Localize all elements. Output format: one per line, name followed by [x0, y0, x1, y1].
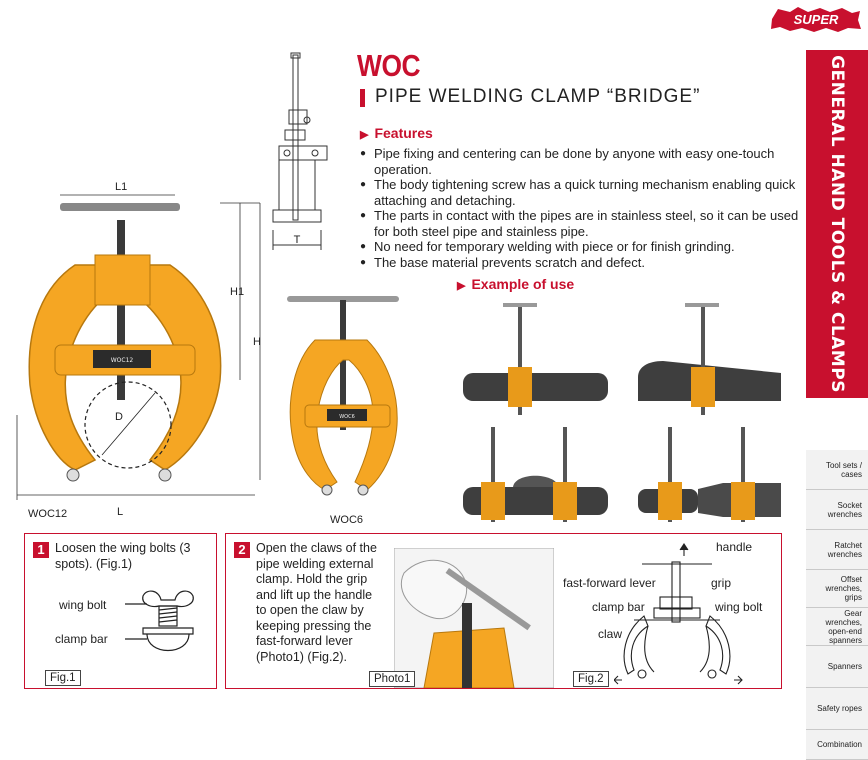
product-name: PIPE WELDING CLAMP “BRIDGE” [375, 86, 701, 107]
example-photos [463, 303, 781, 522]
sidebar-category-header[interactable]: GENERAL HAND TOOLS & CLAMPS [806, 50, 868, 398]
woc6-caption: WOC6 [330, 514, 363, 526]
svg-text:L: L [117, 506, 123, 515]
feature-item: Pipe fixing and centering can be done by… [360, 146, 800, 177]
sidebar-item-safety-ropes[interactable]: Safety ropes [806, 688, 868, 730]
svg-text:WOC12: WOC12 [111, 357, 134, 364]
photo1-image [394, 548, 554, 688]
feature-item: The base material prevents scratch and d… [360, 255, 800, 271]
sidebar: GENERAL HAND TOOLS & CLAMPS Tool sets / … [806, 50, 868, 760]
svg-text:WOC6: WOC6 [339, 414, 355, 420]
sidebar-item-offset-wrenches[interactable]: Offset wrenches, grips [806, 570, 868, 608]
fig1-tag: Fig.1 [45, 670, 81, 686]
svg-text:SUPER: SUPER [794, 12, 839, 27]
step-2-number: 2 [234, 542, 250, 558]
sidebar-item-socket-wrenches[interactable]: Socket wrenches [806, 490, 868, 530]
step-2-text: Open the claws of the pipe welding exter… [256, 541, 377, 664]
subtitle-marker [360, 89, 365, 107]
feature-item: The body tightening screw has a quick tu… [360, 177, 800, 208]
feature-item: The parts in contact with the pipes are … [360, 208, 800, 239]
fig2-tag: Fig.2 [573, 671, 609, 687]
sidebar-item-combination[interactable]: Combination [806, 730, 868, 760]
handle-label: handle [716, 540, 753, 554]
woc6-clamp-image: WOC6 [287, 296, 399, 496]
svg-text:D: D [115, 411, 123, 423]
sidebar-item-tool-sets[interactable]: Tool sets / cases [806, 450, 868, 490]
feature-item: No need for temporary welding with piece… [360, 239, 800, 255]
svg-text:L1: L1 [115, 181, 127, 193]
sidebar-item-spanners[interactable]: Spanners [806, 646, 868, 688]
triangle-icon: ▶ [457, 280, 466, 292]
sidebar-nav: Tool sets / cases Socket wrenches Ratche… [806, 450, 868, 760]
example-heading: ▶Example of use [457, 276, 575, 292]
super-logo: SUPER [771, 7, 861, 32]
woc12-clamp-image: WOC12 D L1 H1 H L [16, 181, 261, 515]
features-list: Pipe fixing and centering can be done by… [360, 146, 800, 270]
svg-text:H: H [253, 336, 261, 348]
product-code: WOC [357, 48, 421, 83]
side-view-drawing: T [272, 52, 328, 250]
fig2-diagram [614, 543, 743, 685]
step-1-panel: 1 Loosen the wing bolts (3 spots). (Fig.… [24, 533, 217, 689]
clamp-bar-label: clamp bar [55, 632, 108, 646]
triangle-icon: ▶ [360, 129, 369, 141]
svg-text:T: T [294, 234, 301, 246]
step-2-panel: 2 Open the claws of the pipe welding ext… [225, 533, 782, 689]
claw-label: claw [598, 627, 623, 641]
sidebar-category-label: GENERAL HAND TOOLS & CLAMPS [827, 55, 847, 393]
photo1-tag: Photo1 [369, 671, 416, 687]
svg-text:H1: H1 [230, 286, 244, 298]
features-heading: ▶Features [360, 125, 433, 141]
sidebar-item-ratchet-wrenches[interactable]: Ratchet wrenches [806, 530, 868, 570]
clamp-bar-label-2: clamp bar [592, 600, 645, 614]
fast-forward-lever-label: fast-forward lever [563, 576, 656, 590]
sidebar-item-gear-wrenches[interactable]: Gear wrenches, open-end spanners [806, 608, 868, 646]
wing-bolt-label: wing bolt [59, 598, 107, 612]
wing-bolt-label-2: wing bolt [715, 600, 763, 614]
step-1-number: 1 [33, 542, 49, 558]
woc12-caption: WOC12 [28, 508, 68, 520]
fig1-diagram [125, 590, 194, 652]
grip-label: grip [711, 576, 732, 590]
step-1-text: Loosen the wing bolts (3 spots). (Fig.1) [55, 541, 191, 571]
